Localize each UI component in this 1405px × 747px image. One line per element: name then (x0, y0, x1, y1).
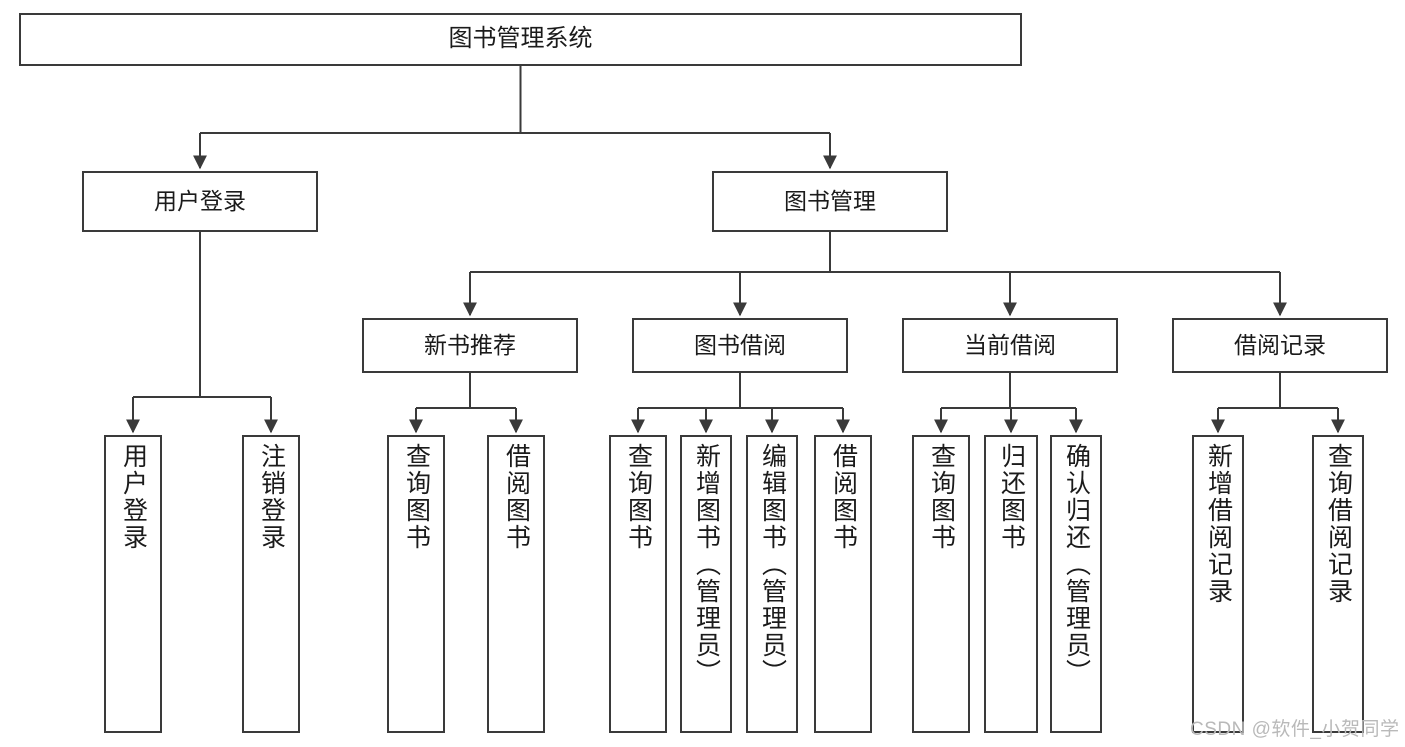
node-leaf-add-borrow-record[interactable]: 新增借阅记录 (1192, 435, 1244, 733)
node-leaf-add-book-admin[interactable]: 新增图书（管理员） (680, 435, 732, 733)
node-leaf-borrow-book[interactable]: 借阅图书 (814, 435, 872, 733)
node-leaf-user-logout[interactable]: 注销登录 (242, 435, 300, 733)
node-label-root: 图书管理系统 (448, 25, 593, 53)
node-user-login[interactable]: 用户登录 (82, 171, 318, 232)
node-leaf-query-book-borrow[interactable]: 查询图书 (609, 435, 667, 733)
node-label-leaf-query-borrow-record: 查询借阅记录 (1324, 443, 1353, 605)
node-label-leaf-query-book-rec: 查询图书 (402, 443, 431, 551)
node-label-borrow-records: 借阅记录 (1234, 331, 1326, 358)
node-leaf-borrow-book-rec[interactable]: 借阅图书 (487, 435, 545, 733)
node-label-leaf-add-book-admin: 新增图书（管理员） (692, 443, 721, 686)
node-leaf-confirm-return-admin[interactable]: 确认归还（管理员） (1050, 435, 1102, 733)
node-leaf-query-book-current[interactable]: 查询图书 (912, 435, 970, 733)
node-new-book-recommend[interactable]: 新书推荐 (362, 318, 578, 373)
node-label-book-borrow: 图书借阅 (694, 331, 786, 358)
node-label-user-login: 用户登录 (154, 187, 246, 214)
node-leaf-return-book[interactable]: 归还图书 (984, 435, 1038, 733)
node-book-management[interactable]: 图书管理 (712, 171, 948, 232)
node-label-leaf-add-borrow-record: 新增借阅记录 (1204, 443, 1233, 605)
node-leaf-user-login[interactable]: 用户登录 (104, 435, 162, 733)
node-label-leaf-query-book-current: 查询图书 (927, 443, 956, 551)
node-root[interactable]: 图书管理系统 (19, 13, 1022, 66)
csdn-watermark: CSDN @软件_小贺同学 (1190, 719, 1400, 740)
node-label-leaf-query-book-borrow: 查询图书 (624, 443, 653, 551)
node-book-borrow[interactable]: 图书借阅 (632, 318, 848, 373)
node-leaf-query-borrow-record[interactable]: 查询借阅记录 (1312, 435, 1364, 733)
node-label-current-borrow: 当前借阅 (964, 331, 1056, 358)
node-label-leaf-user-logout: 注销登录 (257, 443, 286, 551)
node-leaf-edit-book-admin[interactable]: 编辑图书（管理员） (746, 435, 798, 733)
node-label-leaf-confirm-return-admin: 确认归还（管理员） (1062, 443, 1091, 686)
node-label-leaf-edit-book-admin: 编辑图书（管理员） (758, 443, 787, 686)
node-current-borrow[interactable]: 当前借阅 (902, 318, 1118, 373)
node-leaf-query-book-rec[interactable]: 查询图书 (387, 435, 445, 733)
node-label-leaf-borrow-book-rec: 借阅图书 (502, 443, 531, 551)
node-borrow-records[interactable]: 借阅记录 (1172, 318, 1388, 373)
node-label-book-management: 图书管理 (784, 187, 876, 214)
node-label-leaf-borrow-book: 借阅图书 (829, 443, 858, 551)
node-label-new-book-recommend: 新书推荐 (424, 331, 516, 358)
node-label-leaf-user-login: 用户登录 (119, 443, 148, 551)
node-label-leaf-return-book: 归还图书 (997, 443, 1026, 551)
